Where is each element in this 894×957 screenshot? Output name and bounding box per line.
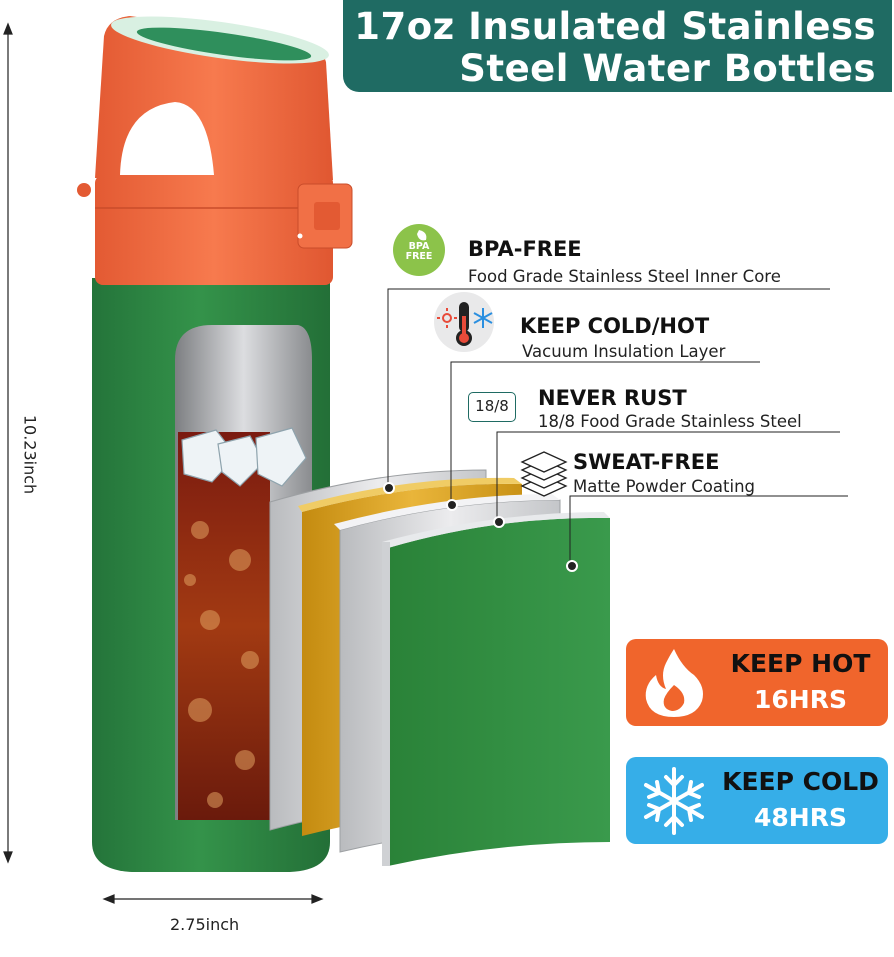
height-dimension-line <box>3 22 13 864</box>
feature-subtitle-cold-hot: Vacuum Insulation Layer <box>522 342 726 361</box>
bpa-icon-text: BPA FREE <box>399 242 439 262</box>
height-label: 10.23inch <box>20 414 40 495</box>
leader-lines <box>387 288 848 563</box>
title-banner: 17oz Insulated Stainless Steel Water Bot… <box>343 0 892 92</box>
title-line-2: Steel Water Bottles <box>459 47 876 90</box>
ice-cubes <box>181 427 307 487</box>
grade-box-icon: 18/8 <box>468 392 516 422</box>
bubbles <box>184 521 259 808</box>
keep-cold-title: KEEP COLD <box>722 767 879 796</box>
flame-icon-overlay <box>645 649 703 717</box>
leader-dots <box>383 482 578 572</box>
width-label: 2.75inch <box>170 915 240 934</box>
bpa-icon-text-line-1: BPA <box>408 241 430 252</box>
feature-subtitle-never-rust: 18/8 Food Grade Stainless Steel <box>538 412 802 431</box>
snowflake-icon-overlay <box>644 767 704 835</box>
feature-title-bpa: BPA-FREE <box>468 237 582 261</box>
bottle-cap <box>77 16 353 285</box>
width-dimension-line <box>102 894 324 904</box>
bpa-icon-text-line-2: FREE <box>405 251 433 262</box>
feature-subtitle-sweat-free: Matte Powder Coating <box>573 477 755 496</box>
feature-title-cold-hot: KEEP COLD/HOT <box>520 314 710 338</box>
layers-icon <box>520 451 568 497</box>
keep-cold-value: 48HRS <box>754 803 847 832</box>
bpa-free-leaf-icon <box>393 224 445 276</box>
feature-title-never-rust: NEVER RUST <box>538 386 687 410</box>
keep-hot-title: KEEP HOT <box>730 649 871 678</box>
title-line-1: 17oz Insulated Stainless <box>354 5 876 48</box>
thermometer-icon <box>434 292 494 352</box>
feature-subtitle-bpa: Food Grade Stainless Steel Inner Core <box>468 267 781 286</box>
keep-hot-value: 16HRS <box>754 685 847 714</box>
feature-title-sweat-free: SWEAT-FREE <box>573 450 720 474</box>
